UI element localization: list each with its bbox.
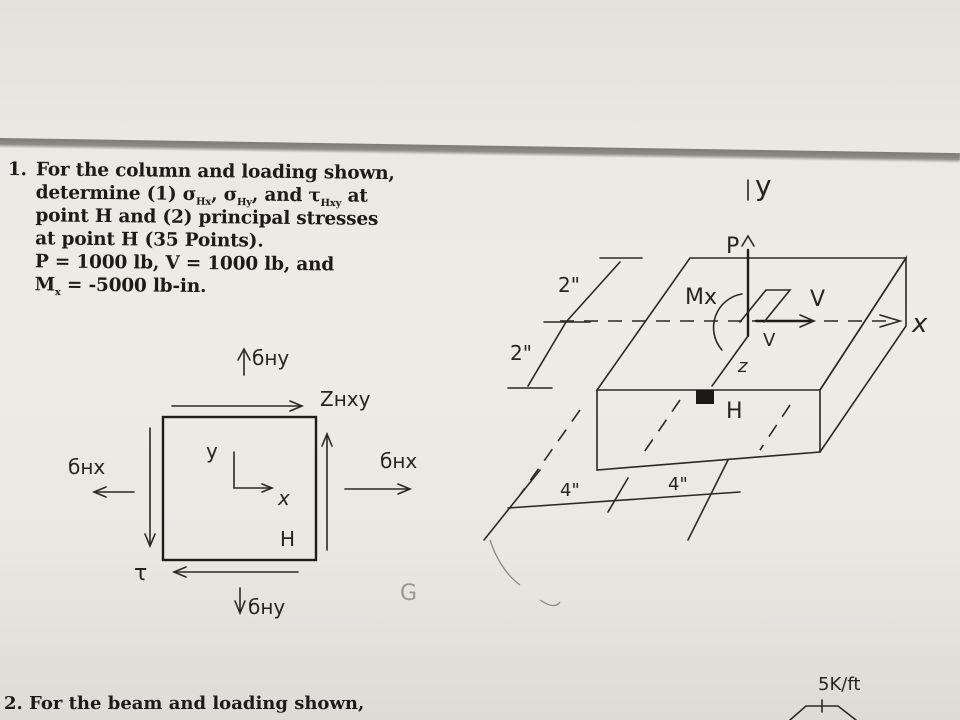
dim-side-label: 2"	[510, 341, 532, 365]
load-p-label: P	[726, 234, 739, 259]
hidden-edge-right	[759, 404, 791, 451]
dim-top-line	[565, 261, 621, 323]
dim-bottom-right-label: 4"	[668, 474, 688, 495]
tau-bottom-arrowhead	[171, 566, 187, 578]
sigma-hx-left-arrowhead	[91, 486, 107, 498]
element-x-axis-arrowhead	[261, 483, 275, 493]
block-right-face	[819, 255, 907, 453]
z-axis-line	[711, 335, 749, 387]
x-axis-label: x	[911, 309, 928, 339]
sigma-hx-right-label: бнх	[380, 449, 417, 473]
sigma-hy-top-label: бну	[252, 346, 289, 370]
tau-hxy-label: Zнху	[320, 387, 371, 411]
x-axis-arrowhead	[879, 314, 903, 328]
dim-side-line	[527, 321, 567, 387]
point-h-marker	[696, 390, 714, 404]
hidden-edge-left	[519, 409, 581, 496]
element-x-label: x	[277, 486, 290, 510]
sigma-hy-bottom-label: бну	[248, 595, 285, 619]
y-axis-label: y	[755, 169, 772, 202]
dim-bottom-left-label: 4"	[560, 480, 580, 501]
hidden-edge-mid	[639, 399, 681, 459]
load-p-arrowhead	[741, 234, 755, 247]
block-top-face	[595, 257, 908, 391]
faint-scribble: G	[400, 581, 417, 606]
beam-load-partial	[789, 705, 857, 720]
shear-v-label: V	[810, 287, 825, 312]
shear-v-arrowhead	[799, 314, 817, 328]
inner-load-plane	[739, 289, 792, 323]
moment-arc	[712, 293, 743, 351]
problem-2-header: 2. For the beam and loading shown,	[4, 693, 365, 714]
tau-right-arrowhead	[321, 431, 333, 447]
dim-bottom-left-ext	[483, 469, 541, 541]
tau-bottom-label: τ	[134, 561, 147, 586]
sigma-hy-bottom-arrowhead	[234, 600, 246, 616]
sigma-hx-right-arrowhead	[397, 483, 413, 495]
z-axis-label: z	[737, 356, 748, 377]
element-y-label: y	[206, 439, 218, 463]
load-5k-label: 5K/ft	[818, 674, 860, 695]
element-point-h: H	[280, 527, 295, 551]
moment-label: Mx	[685, 285, 717, 310]
shear-small-label: V	[763, 330, 776, 351]
dim-bottom-right-ext	[687, 459, 729, 541]
dim-bottom-mid-ext	[607, 477, 629, 513]
sigma-hx-left-label: бнх	[68, 455, 105, 479]
dim-top-label: 2"	[558, 273, 580, 297]
faint-smudge-2	[539, 599, 561, 607]
stress-element-square	[161, 415, 318, 562]
stress-element: бну Zнху бнх бнх τ бну y x H G	[68, 346, 417, 619]
point-h-label: H	[726, 399, 743, 424]
tau-left-arrowhead	[144, 533, 156, 549]
dim-bottom-line	[507, 491, 741, 509]
tau-top-arrowhead	[289, 400, 305, 412]
sigma-hy-top-arrowhead	[237, 347, 251, 361]
column-diagram: x y P Mx V V z H 2" 2"	[483, 169, 928, 607]
faint-smudge-1	[489, 539, 521, 586]
block-front-face	[596, 389, 821, 471]
